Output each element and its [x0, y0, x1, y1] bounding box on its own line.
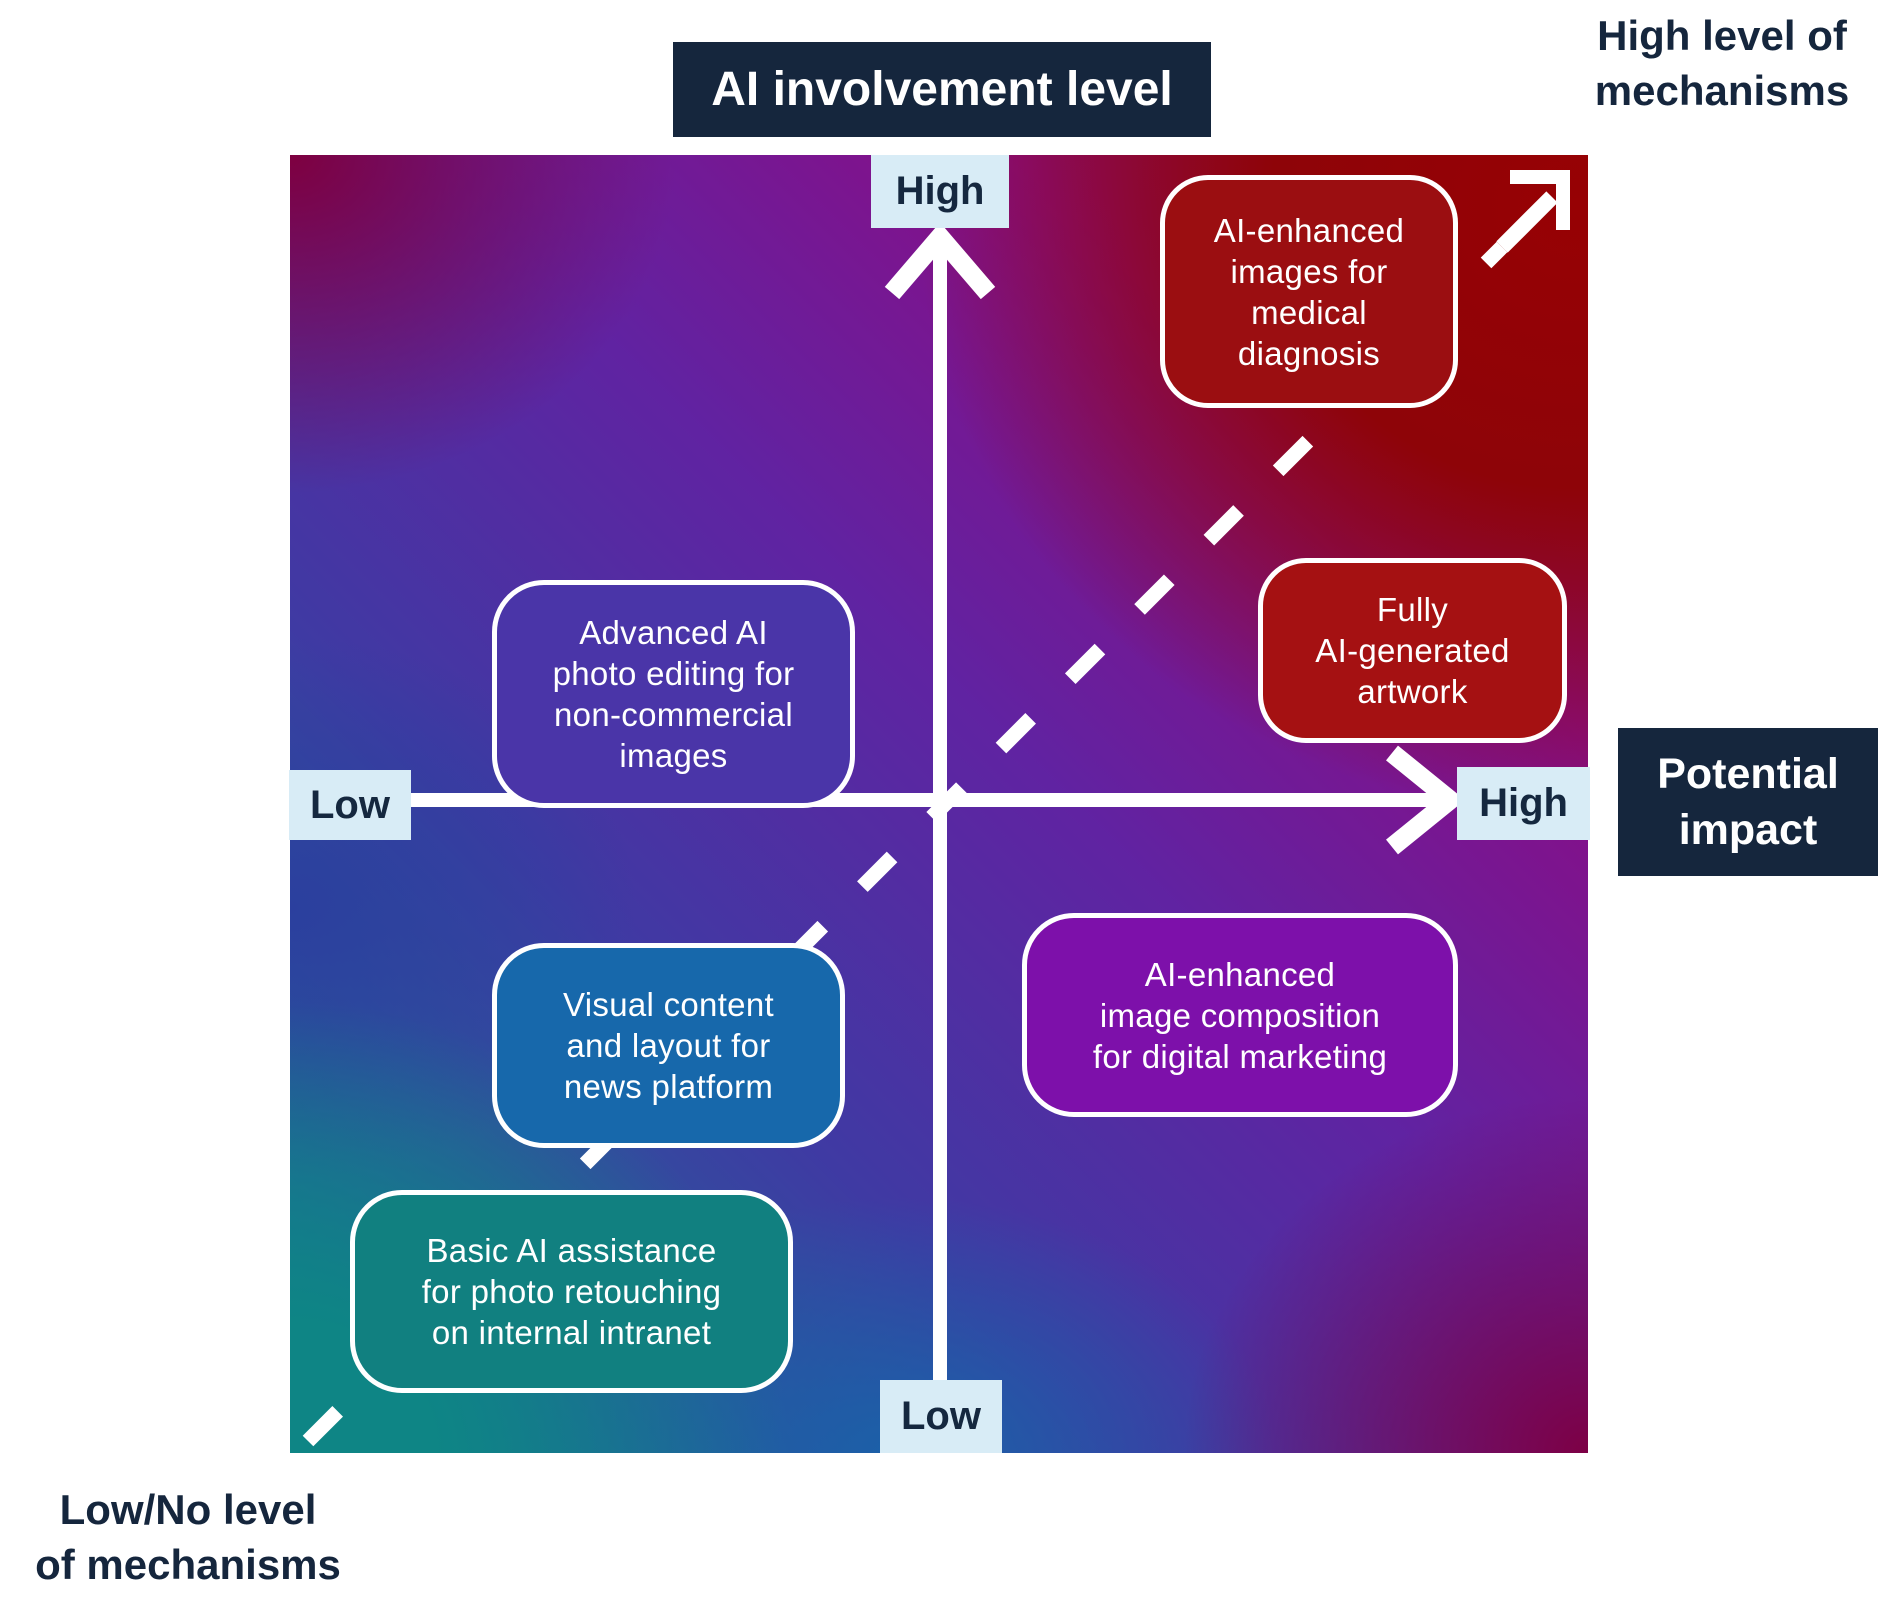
horizontal-axis-low-label: Low: [289, 770, 411, 840]
horizontal-axis-high-label: High: [1457, 767, 1590, 840]
vertical-axis-low-label: Low: [880, 1380, 1002, 1453]
vertical-axis-title: AI involvement level: [673, 42, 1211, 137]
vertical-axis-high-label: High: [871, 155, 1009, 228]
